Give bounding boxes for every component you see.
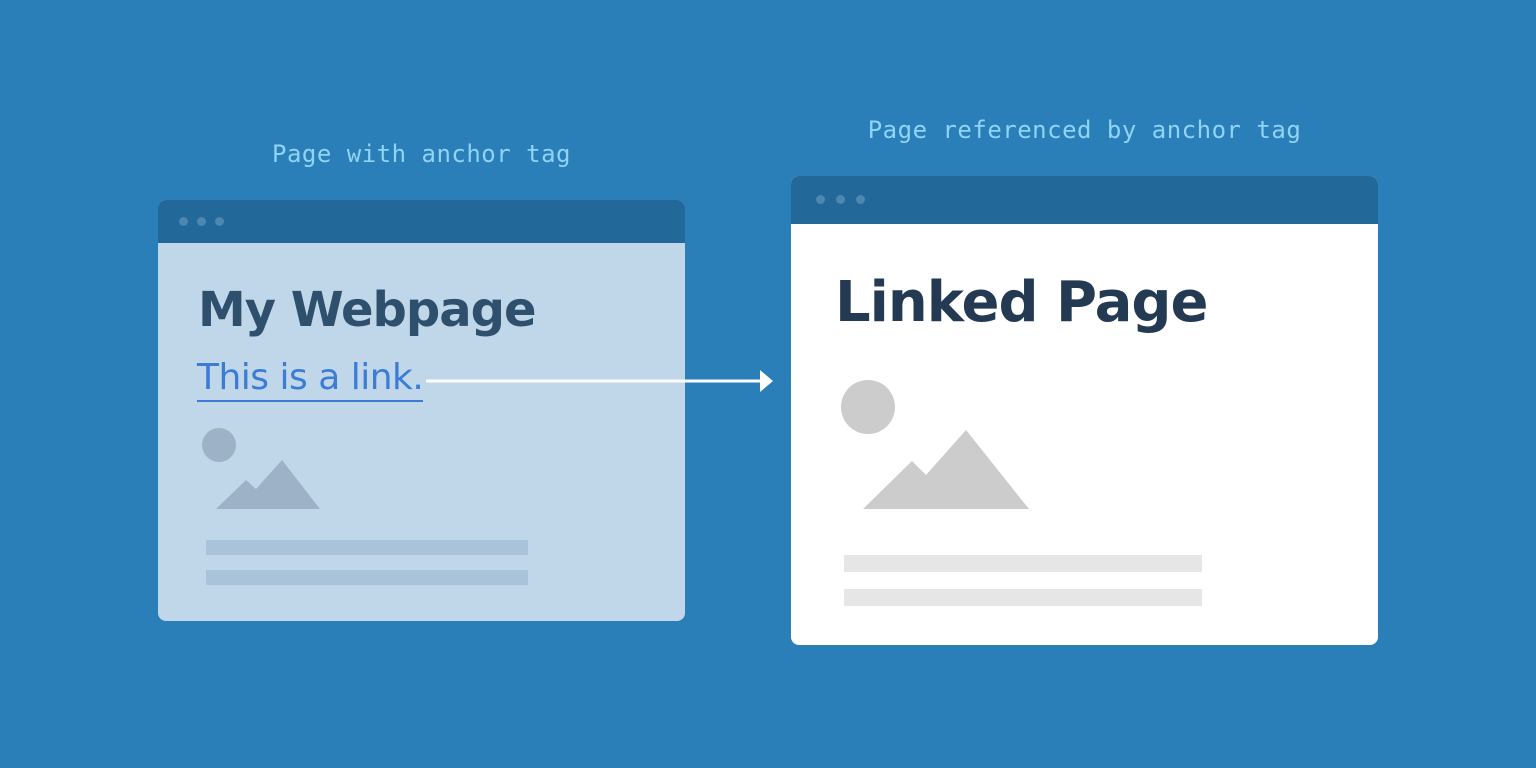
image-placeholder-icon — [841, 380, 1029, 509]
source-window-titlebar — [158, 200, 685, 243]
window-dot-icon — [836, 195, 845, 204]
source-page-title: My Webpage — [198, 282, 537, 338]
target-page-window: Linked Page — [791, 176, 1378, 645]
source-page-window: My Webpage This is a link. — [158, 200, 685, 621]
text-line-placeholder — [206, 540, 528, 555]
image-placeholder-icon — [202, 428, 320, 509]
window-dot-icon — [816, 195, 825, 204]
target-page-title: Linked Page — [835, 270, 1208, 335]
target-page-caption: Page referenced by anchor tag — [867, 116, 1302, 144]
source-page-caption: Page with anchor tag — [272, 140, 571, 168]
target-window-titlebar — [791, 176, 1378, 224]
text-line-placeholder — [206, 570, 528, 585]
window-dot-icon — [179, 217, 188, 226]
window-dot-icon — [856, 195, 865, 204]
link-arrow-icon — [426, 370, 773, 392]
window-dot-icon — [215, 217, 224, 226]
text-line-placeholder — [844, 589, 1202, 606]
anchor-link[interactable]: This is a link. — [197, 356, 424, 402]
window-dot-icon — [197, 217, 206, 226]
text-line-placeholder — [844, 555, 1202, 572]
